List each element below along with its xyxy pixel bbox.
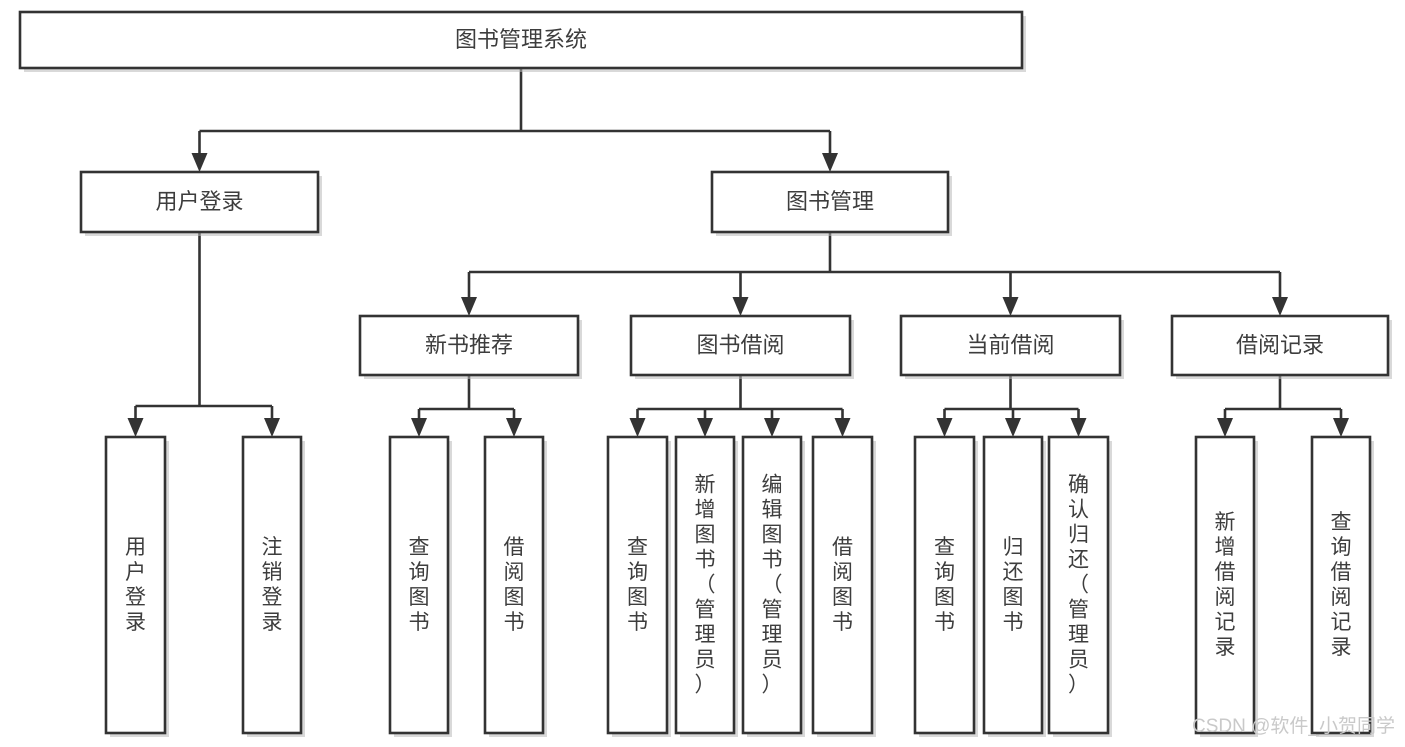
node-label: 编辑图书（管理员） (762, 474, 783, 697)
node-root[interactable]: 图书管理系统 (18, 10, 1026, 72)
node-box[interactable] (741, 435, 803, 735)
node-book-management[interactable]: 图书管理 (710, 170, 952, 236)
node-box[interactable] (629, 314, 852, 377)
node-leaf-query-book-current[interactable]: 查询图书 (913, 435, 978, 737)
arrow-head (834, 418, 851, 437)
node-borrow-record[interactable]: 借阅记录 (1170, 314, 1392, 379)
node-leaf-user-login[interactable]: 用户登录 (104, 435, 169, 737)
node-leaf-return-book[interactable]: 归还图书 (982, 435, 1046, 737)
arrow-head (1333, 418, 1349, 437)
node-leaf-query-book-borrow[interactable]: 查询图书 (606, 435, 671, 737)
node-box[interactable] (358, 314, 580, 377)
node-label: 用户登录 (125, 536, 146, 634)
node-label: 图书借阅 (696, 332, 784, 357)
node-label: 新书推荐 (425, 332, 513, 357)
node-current-borrow[interactable]: 当前借阅 (899, 314, 1124, 379)
node-leaf-add-record[interactable]: 新增借阅记录 (1194, 435, 1258, 737)
node-leaf-query-book-rec[interactable]: 查询图书 (388, 435, 452, 737)
arrow-head (697, 418, 713, 437)
node-box[interactable] (104, 435, 167, 735)
nodes-layer: 图书管理系统用户登录图书管理新书推荐图书借阅当前借阅借阅记录用户登录注销登录查询… (18, 10, 1392, 737)
node-box[interactable] (388, 435, 450, 735)
node-box[interactable] (1194, 435, 1256, 735)
node-leaf-confirm-return[interactable]: 确认归还（管理员） (1047, 435, 1112, 737)
node-box[interactable] (899, 314, 1122, 377)
node-leaf-query-record[interactable]: 查询借阅记录 (1310, 435, 1374, 737)
node-label: 图书管理 (786, 189, 874, 214)
arrow-head (732, 297, 749, 316)
node-leaf-add-book[interactable]: 新增图书（管理员） (674, 435, 738, 737)
node-label: 查询借阅记录 (1331, 511, 1352, 659)
node-box[interactable] (1170, 314, 1390, 377)
node-label: 归还图书 (1003, 536, 1024, 634)
node-label: 借阅图书 (504, 536, 525, 634)
node-label: 查询图书 (409, 536, 430, 634)
node-label: 查询图书 (627, 536, 648, 634)
node-box[interactable] (674, 435, 736, 735)
node-box[interactable] (710, 170, 950, 234)
node-label: 注销登录 (262, 536, 283, 634)
csdn-watermark: CSDN @软件_小贺同学 (1192, 715, 1395, 737)
node-box[interactable] (79, 170, 320, 234)
node-leaf-logout[interactable]: 注销登录 (241, 435, 305, 737)
node-label: 图书管理系统 (455, 27, 587, 52)
arrow-head (1070, 418, 1087, 437)
arrow-head (1272, 297, 1288, 316)
node-box[interactable] (982, 435, 1044, 735)
node-label: 用户登录 (155, 189, 243, 214)
node-box[interactable] (18, 10, 1024, 70)
node-book-borrow[interactable]: 图书借阅 (629, 314, 854, 379)
node-box[interactable] (483, 435, 545, 735)
node-box[interactable] (241, 435, 303, 735)
arrow-head (264, 418, 280, 437)
node-box[interactable] (913, 435, 976, 735)
node-label: 查询图书 (934, 536, 955, 634)
arrow-head (822, 153, 838, 172)
node-user-login[interactable]: 用户登录 (79, 170, 322, 236)
node-label: 新增图书（管理员） (695, 474, 716, 697)
node-label: 新增借阅记录 (1215, 511, 1236, 659)
node-leaf-borrow-book-rec[interactable]: 借阅图书 (483, 435, 547, 737)
node-label: 确认归还（管理员） (1068, 474, 1089, 697)
arrow-head (411, 418, 427, 437)
node-box[interactable] (1310, 435, 1372, 735)
arrow-head (629, 418, 646, 437)
node-label: 借阅记录 (1236, 332, 1324, 357)
arrow-head (1005, 418, 1021, 437)
arrow-head (1002, 297, 1019, 316)
node-leaf-borrow-book[interactable]: 借阅图书 (811, 435, 876, 737)
node-new-book-recommend[interactable]: 新书推荐 (358, 314, 582, 379)
node-box[interactable] (1047, 435, 1110, 735)
arrow-head (127, 418, 144, 437)
arrow-head (461, 297, 477, 316)
arrow-head (506, 418, 522, 437)
node-box[interactable] (811, 435, 874, 735)
connectors-layer (127, 68, 1349, 437)
arrow-head (764, 418, 780, 437)
node-box[interactable] (606, 435, 669, 735)
arrow-head (936, 418, 953, 437)
node-label: 当前借阅 (966, 332, 1054, 357)
arrow-head (191, 153, 208, 172)
node-label: 借阅图书 (832, 536, 853, 634)
arrow-head (1217, 418, 1233, 437)
node-leaf-edit-book[interactable]: 编辑图书（管理员） (741, 435, 805, 737)
